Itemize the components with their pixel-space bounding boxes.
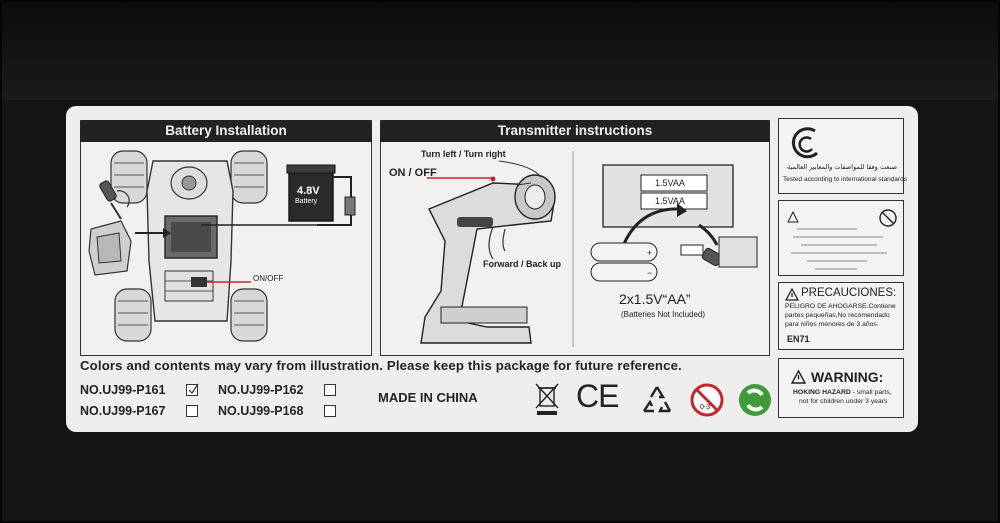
small-parts-box (778, 200, 904, 276)
warning-triangle-icon (787, 210, 799, 223)
no-small-children-icon (879, 209, 897, 227)
model-p161: NO.UJ99-P161 (80, 383, 166, 397)
precauciones-box: PRECAUCIONES: PELIGRO DE AHOGARSE.Contie… (778, 282, 904, 350)
precauciones-title: PRECAUCIONES: (801, 287, 897, 299)
weee-crossed-bin-icon (535, 383, 559, 415)
model-p168: NO.UJ99-P168 (218, 404, 304, 418)
precauciones-line-3: para niños menores de 3 años. (785, 321, 879, 328)
car-chassis-illustration (88, 150, 356, 342)
product-label: Battery Installation (66, 106, 918, 432)
throttle-label: Forward / Back up (483, 259, 562, 269)
green-dot-icon (739, 384, 771, 416)
certification-english: Tested according to international standa… (783, 176, 907, 183)
age-restriction-icon: 0-3 (690, 383, 724, 417)
model-p161-checkbox[interactable] (186, 384, 198, 396)
model-p167-checkbox[interactable] (186, 405, 198, 417)
steer-label: Turn left / Turn right (421, 149, 506, 159)
cell-label-1: 1.5VAA (655, 178, 685, 188)
recycle-icon (643, 386, 672, 413)
warning-line-1-rest: - small parts, (850, 389, 892, 396)
transmitter-illustration: + − (420, 151, 758, 347)
warning-line-2: not for children under 3 years (799, 398, 888, 405)
model-p167: NO.UJ99-P167 (80, 404, 166, 418)
warning-line-1-bold: HOKING HAZARD (793, 389, 851, 396)
battery-spec: 2x1.5V“AA” (619, 291, 691, 307)
svg-text:−: − (647, 268, 652, 278)
certification-logo-icon (791, 127, 819, 159)
box-top-flap (0, 0, 1000, 100)
precauciones-line-2: partes pequeñas,No recomendado (785, 312, 890, 319)
precauciones-line-1: PELIGRO DE AHOGARSE.Contiene (785, 303, 896, 310)
warning-title: WARNING: (811, 369, 884, 385)
svg-text:0-3: 0-3 (700, 404, 710, 411)
warning-line-1: HOKING HAZARD - small parts, (793, 389, 892, 396)
cell-label-2: 1.5VAA (655, 196, 685, 206)
made-in-china: MADE IN CHINA (378, 390, 478, 405)
certification-box: صنعت وفقا للمواصفات والمعايير العالمية T… (778, 118, 907, 194)
transmitter-title: Transmitter instructions (380, 120, 770, 142)
precaution-triangle-icon (784, 287, 800, 301)
transmitter-panel: Transmitter instructions (380, 120, 770, 356)
battery-note: (Batteries Not Included) (621, 310, 706, 319)
precauciones-code: EN71 (787, 334, 810, 344)
model-p162: NO.UJ99-P162 (218, 383, 304, 397)
battery-installation-panel: Battery Installation (80, 120, 372, 356)
fine-print-lines (791, 228, 887, 270)
battery-word-text: Battery (295, 198, 318, 205)
battery-installation-title: Battery Installation (80, 120, 372, 142)
model-p162-checkbox[interactable] (324, 384, 336, 396)
disclaimer-text: Colors and contents may vary from illust… (80, 358, 682, 373)
checkmark-icon (188, 383, 199, 394)
choking-warning-box: WARNING: HOKING HAZARD - small parts, no… (778, 358, 904, 418)
choking-warning-triangle-icon (790, 369, 807, 384)
certification-arabic: صنعت وفقا للمواصفات والمعايير العالمية (787, 163, 897, 171)
model-p168-checkbox[interactable] (324, 405, 336, 417)
svg-text:+: + (647, 248, 652, 258)
battery-voltage-text: 4.8V (297, 185, 320, 197)
power-label: ON / OFF (389, 167, 437, 179)
ce-mark: CE (576, 378, 619, 414)
switch-label: ON/OFF (253, 274, 284, 283)
